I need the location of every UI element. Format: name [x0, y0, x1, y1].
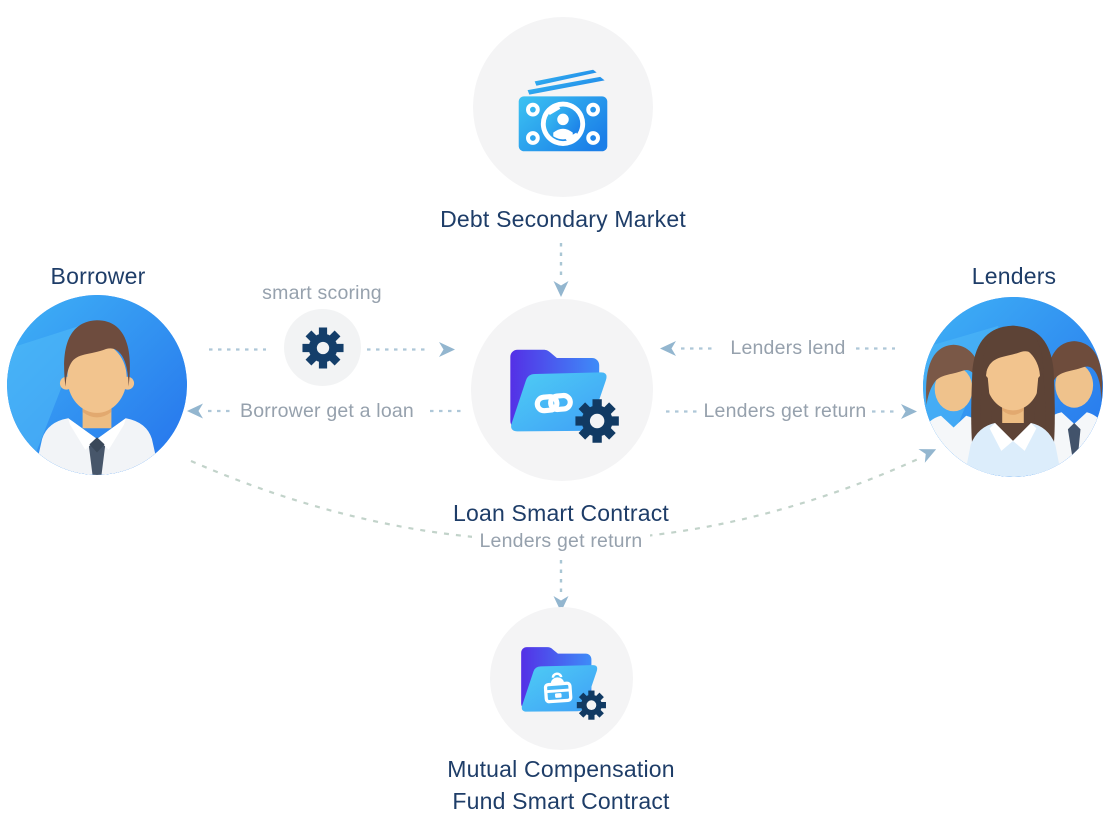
loan-contract-sublabel: Lenders get return — [431, 530, 691, 553]
arrowhead-loan-to-lenders — [901, 404, 917, 419]
lenders-label: Lenders — [971, 263, 1057, 289]
gear-glyph — [575, 399, 619, 443]
arrowhead-borrower-to-lenders-curve — [918, 442, 940, 463]
smart-scoring-circle — [284, 309, 361, 386]
arrowhead-loan-to-borrower — [187, 403, 203, 419]
folder-front — [521, 664, 597, 712]
mutual-fund-label-line2: Fund Smart Contract — [452, 788, 670, 814]
moneybox-glyph — [543, 672, 572, 703]
borrower-label: Borrower — [50, 263, 146, 289]
folder-link-gear-icon — [510, 349, 619, 443]
loan-contract-label: Loan Smart Contract — [411, 498, 711, 529]
lenders-avatar — [923, 297, 1103, 477]
lenders-lend-label: Lenders lend — [730, 337, 846, 359]
people-group-avatar-icon — [923, 297, 1103, 477]
lenders-get-return-label: Lenders get return — [703, 400, 867, 422]
gear-icon — [301, 326, 344, 369]
mutual-fund-label-line1: Mutual Compensation — [447, 756, 675, 782]
banknote-icon — [518, 69, 608, 152]
arrowhead-debt-to-loan — [553, 281, 569, 297]
arrowhead-lenders-to-loan — [660, 341, 676, 356]
man-avatar-icon — [7, 295, 187, 475]
borrower-get-loan-label: Borrower get a loan — [240, 400, 414, 422]
borrower-avatar — [7, 295, 187, 475]
mutual-fund-circle — [490, 607, 633, 750]
smart-scoring-label: smart scoring — [262, 282, 382, 304]
folder-moneybox-gear-icon — [520, 646, 606, 720]
debt-market-circle — [473, 17, 653, 197]
mutual-fund-label: Mutual Compensation Fund Smart Contract — [410, 753, 712, 817]
chain-link-glyph — [534, 392, 573, 414]
debt-market-label: Debt Secondary Market — [440, 206, 686, 232]
arrowhead-borrower-to-loan — [439, 342, 455, 357]
gear-glyph — [576, 690, 606, 720]
loan-contract-circle — [471, 299, 653, 481]
